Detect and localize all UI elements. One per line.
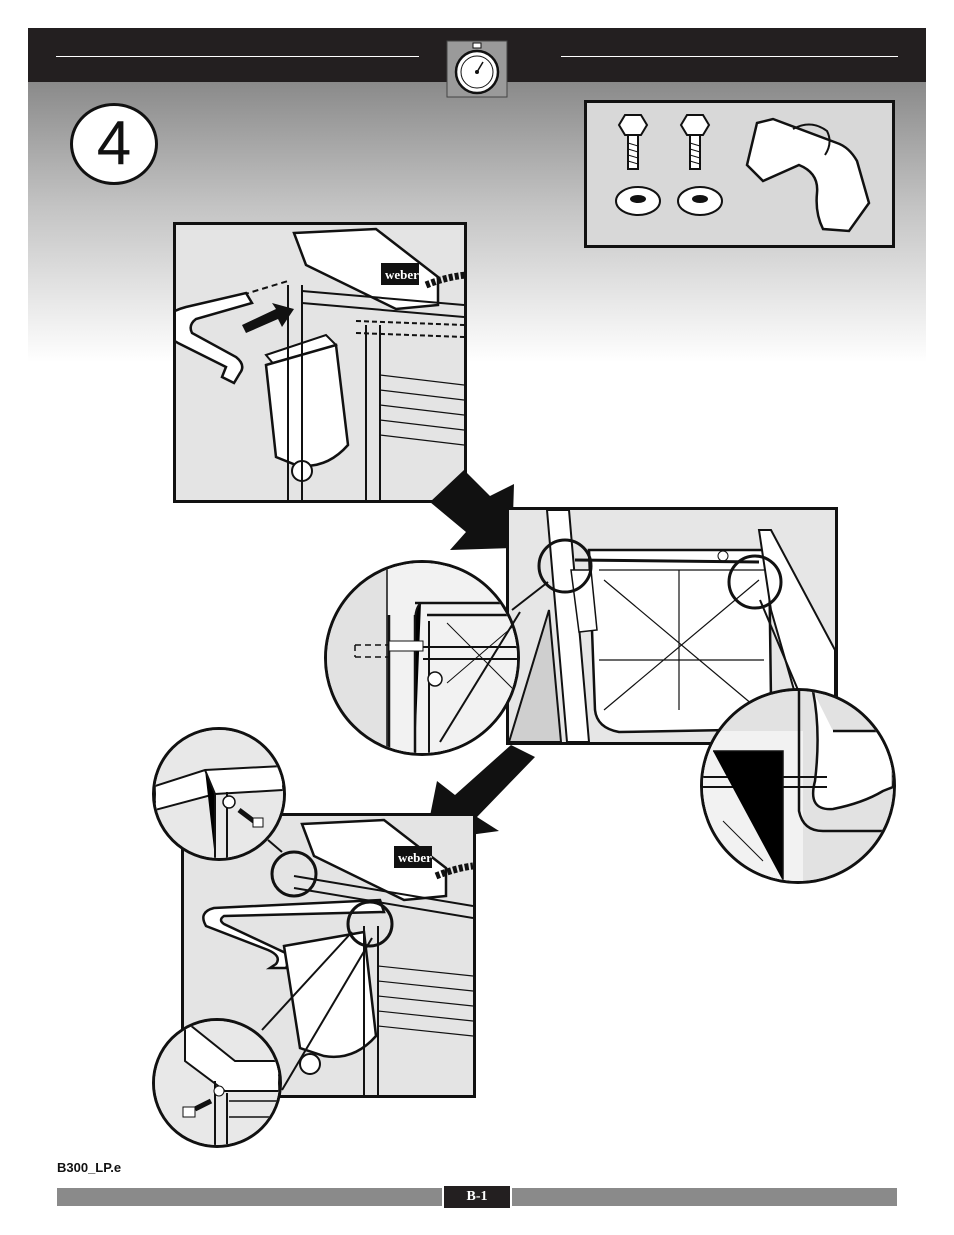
document-code: B300_LP.e	[57, 1160, 121, 1175]
page-number: B-1	[444, 1186, 510, 1208]
footer-bar-right	[512, 1188, 897, 1206]
footer-bar-left	[57, 1188, 442, 1206]
